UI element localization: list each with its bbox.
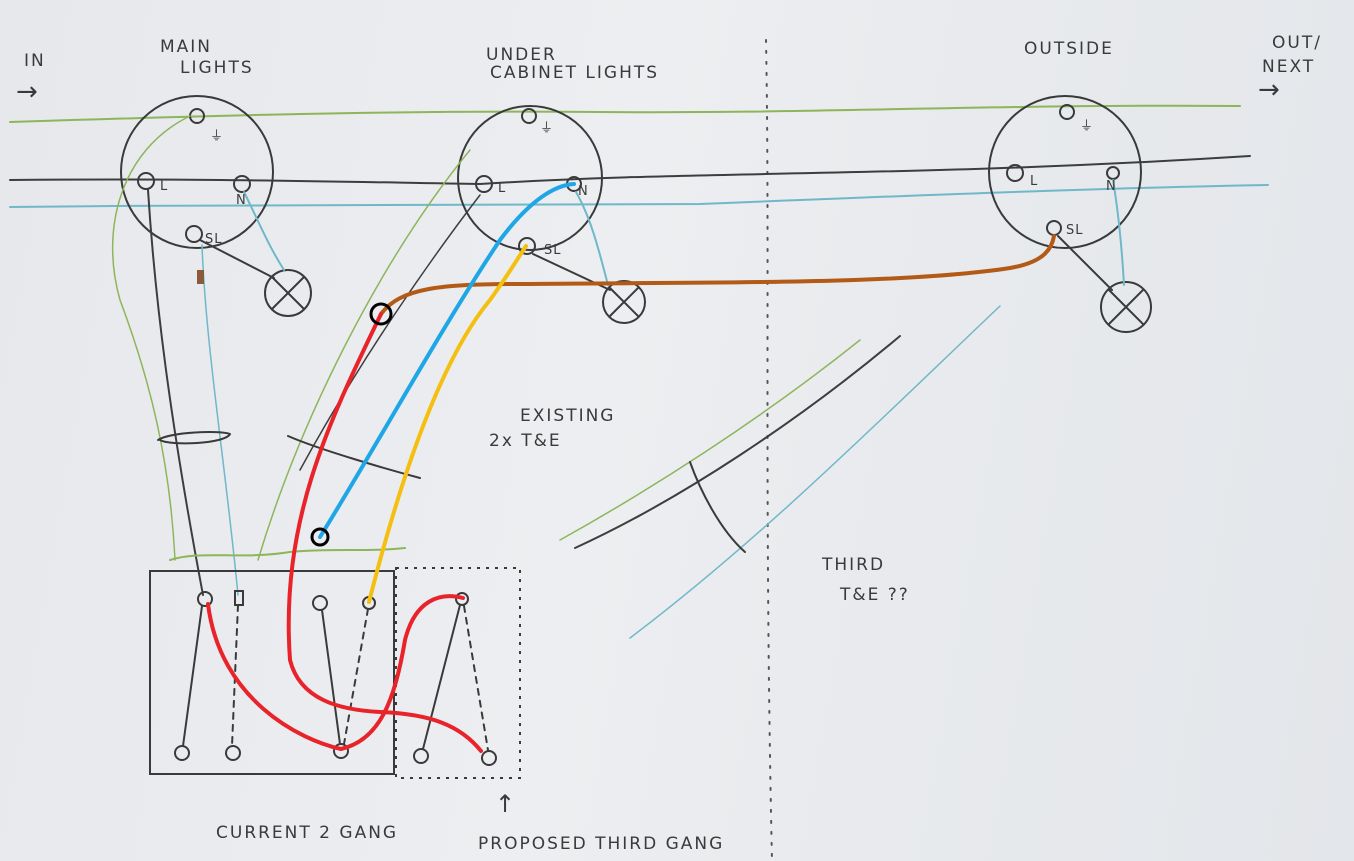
sw1-dashed xyxy=(231,604,239,747)
main-earth-symbol: ⏚ xyxy=(210,129,224,144)
out-next-label-2: NEXT xyxy=(1262,57,1315,77)
sw2-lever xyxy=(321,609,341,745)
earth-bundle-top xyxy=(169,547,406,561)
in-arrow: → xyxy=(16,77,40,107)
blue-wire xyxy=(318,182,576,539)
uc-live-drop xyxy=(299,194,481,471)
existing-label-1: EXISTING xyxy=(520,406,615,426)
sw3-lever xyxy=(422,604,461,750)
uc-n-letter: N xyxy=(578,184,589,199)
out-sl-letter: SL xyxy=(1066,223,1084,238)
out-l-letter: L xyxy=(1030,174,1038,189)
main-lights-label-1: MAIN xyxy=(160,37,212,57)
uc-sl-terminal xyxy=(518,237,536,255)
sw2-dashed xyxy=(343,608,369,745)
uc-earth-drop xyxy=(257,149,471,561)
under-cabinet-label-1: UNDER xyxy=(486,45,557,65)
out-earth-symbol: ⏚ xyxy=(1080,119,1094,134)
sw3-bottom-terminal-b xyxy=(481,750,497,766)
sw1-sleeve xyxy=(234,590,244,606)
main-live-terminal xyxy=(137,172,155,190)
main-sl-to-lamp xyxy=(199,239,275,279)
third-te-label-2: T&E ?? xyxy=(839,585,910,605)
uc-lamp-icon xyxy=(602,280,646,324)
uc-sl-letter: SL xyxy=(544,243,562,258)
main-neutral-terminal xyxy=(233,175,251,193)
sw2-top-terminal xyxy=(312,595,328,611)
third-te-label-1: THIRD xyxy=(821,555,885,575)
cable-tie-main xyxy=(157,431,231,445)
main-sl-terminal xyxy=(185,225,203,243)
in-label: IN xyxy=(24,51,46,71)
out-next-label-1: OUT/ xyxy=(1272,33,1322,53)
earth-wire-main xyxy=(9,104,1241,123)
under-cabinet-rose xyxy=(457,105,603,251)
red-wire-switch xyxy=(206,594,465,751)
uc-n-to-lamp xyxy=(575,191,609,286)
main-lights-rose xyxy=(120,95,274,249)
main-sl-drop xyxy=(201,244,239,596)
third-te-earth xyxy=(559,339,861,541)
blue-wire-end xyxy=(310,527,330,547)
red-brown-junction xyxy=(369,302,393,326)
main-lights-label-2: LIGHTS xyxy=(180,58,254,78)
cable-tie-existing xyxy=(287,435,421,479)
yellow-wire xyxy=(367,244,528,604)
under-cabinet-label-2: CABINET LIGHTS xyxy=(490,63,659,83)
out-n-to-lamp xyxy=(1112,179,1125,286)
sw1-top-terminal xyxy=(197,591,213,607)
fold-line xyxy=(765,39,773,861)
cable-tie-third xyxy=(689,461,746,553)
main-lamp-icon xyxy=(264,269,312,317)
out-sl-to-lamp xyxy=(1057,235,1113,291)
uc-earth-symbol: ⏚ xyxy=(540,121,554,136)
live-wire-main xyxy=(9,155,1251,185)
proposed-gang-label: PROPOSED THIRD GANG xyxy=(478,834,724,854)
third-te-neutral xyxy=(629,305,1001,639)
out-n-letter: N xyxy=(1106,179,1117,194)
third-te-live xyxy=(574,335,901,549)
existing-label-2: 2x T&E xyxy=(489,431,562,451)
neutral-wire-main xyxy=(9,184,1269,208)
red-wire-up xyxy=(286,312,483,753)
proposed-arrow: ↑ xyxy=(495,790,517,818)
outside-rose xyxy=(988,95,1142,249)
sw3-top-terminal xyxy=(455,592,469,606)
out-neutral-terminal xyxy=(1106,166,1120,180)
sw3-dashed xyxy=(463,605,489,751)
current-gang-label: CURRENT 2 GANG xyxy=(216,823,398,843)
out-sl-terminal xyxy=(1046,220,1062,236)
main-sl-letter: SL xyxy=(205,232,223,247)
uc-l-letter: L xyxy=(498,181,506,196)
main-n-to-lamp xyxy=(243,191,285,271)
sw1-bottom-terminal-b xyxy=(225,745,241,761)
sleeve-marker xyxy=(197,270,204,284)
brown-sl-wire xyxy=(379,234,1056,316)
out-live-terminal xyxy=(1006,164,1024,182)
outside-label: OUTSIDE xyxy=(1024,39,1114,59)
current-2-gang-box xyxy=(149,570,395,775)
main-n-letter: N xyxy=(236,193,247,208)
sw1-bottom-terminal xyxy=(174,745,190,761)
proposed-third-gang-box xyxy=(395,567,521,779)
main-live-drop xyxy=(147,189,204,596)
main-earth-drop xyxy=(111,115,191,561)
out-earth-terminal xyxy=(1059,104,1075,120)
sw1-lever xyxy=(182,605,203,747)
sw3-bottom-terminal xyxy=(413,748,429,764)
main-l-letter: L xyxy=(160,179,168,194)
outside-lamp-icon xyxy=(1100,281,1152,333)
out-arrow: → xyxy=(1258,75,1282,105)
uc-live-terminal xyxy=(475,175,493,193)
uc-earth-terminal xyxy=(521,108,537,124)
